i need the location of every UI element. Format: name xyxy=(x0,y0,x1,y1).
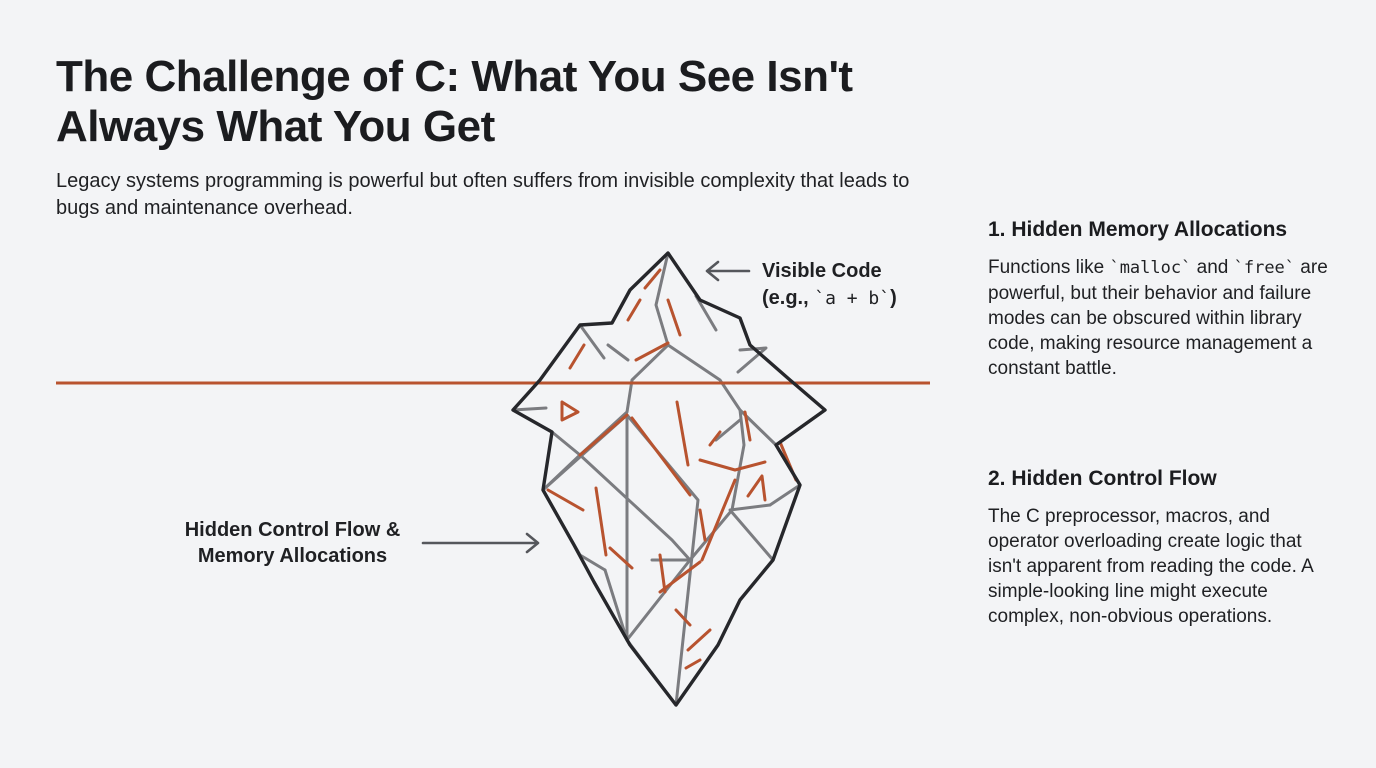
visible-code-arrow xyxy=(705,260,751,282)
inline-code: `malloc` xyxy=(1109,258,1192,278)
hidden-flow-label-line2: Memory Allocations xyxy=(197,545,388,567)
section-heading: 2. Hidden Control Flow xyxy=(988,467,1217,490)
inline-code: `free` xyxy=(1233,258,1296,278)
section-body-text: Functions like xyxy=(988,257,1110,278)
visible-code-example-suffix: ) xyxy=(890,287,897,309)
visible-code-label-line1: Visible Code xyxy=(762,260,882,282)
section-body-text: are powerful, but their behavior and fai… xyxy=(988,257,1328,379)
iceberg-inner-lines xyxy=(511,251,827,707)
section-body: Functions like `malloc` and `free` are p… xyxy=(988,255,1328,381)
section-body-text: and xyxy=(1191,257,1234,278)
section-body: The C preprocessor, macros, and operator… xyxy=(988,506,1313,627)
visible-code-label-line2: (e.g., `a + b`) xyxy=(762,285,897,312)
page-subtitle: Legacy systems programming is powerful b… xyxy=(56,170,910,219)
hidden-flow-arrow xyxy=(421,532,540,554)
hidden-flow-label-line1: Hidden Control Flow & xyxy=(184,519,401,541)
section-hidden-control-flow: 2. Hidden Control Flow The C preprocesso… xyxy=(988,466,1328,629)
page-title: The Challenge of C: What You See Isn't A… xyxy=(56,52,853,151)
iceberg-accent-lines xyxy=(546,268,798,670)
visible-code-example: `a + b` xyxy=(814,288,891,309)
visible-code-label: Visible Code (e.g., `a + b`) xyxy=(762,258,897,312)
section-hidden-memory: 1. Hidden Memory Allocations Functions l… xyxy=(988,217,1328,381)
section-heading: 1. Hidden Memory Allocations xyxy=(988,218,1288,241)
hidden-flow-label: Hidden Control Flow & Memory Allocations xyxy=(150,517,435,569)
iceberg-outline xyxy=(511,251,827,707)
visible-code-example-prefix: (e.g., xyxy=(762,287,815,309)
